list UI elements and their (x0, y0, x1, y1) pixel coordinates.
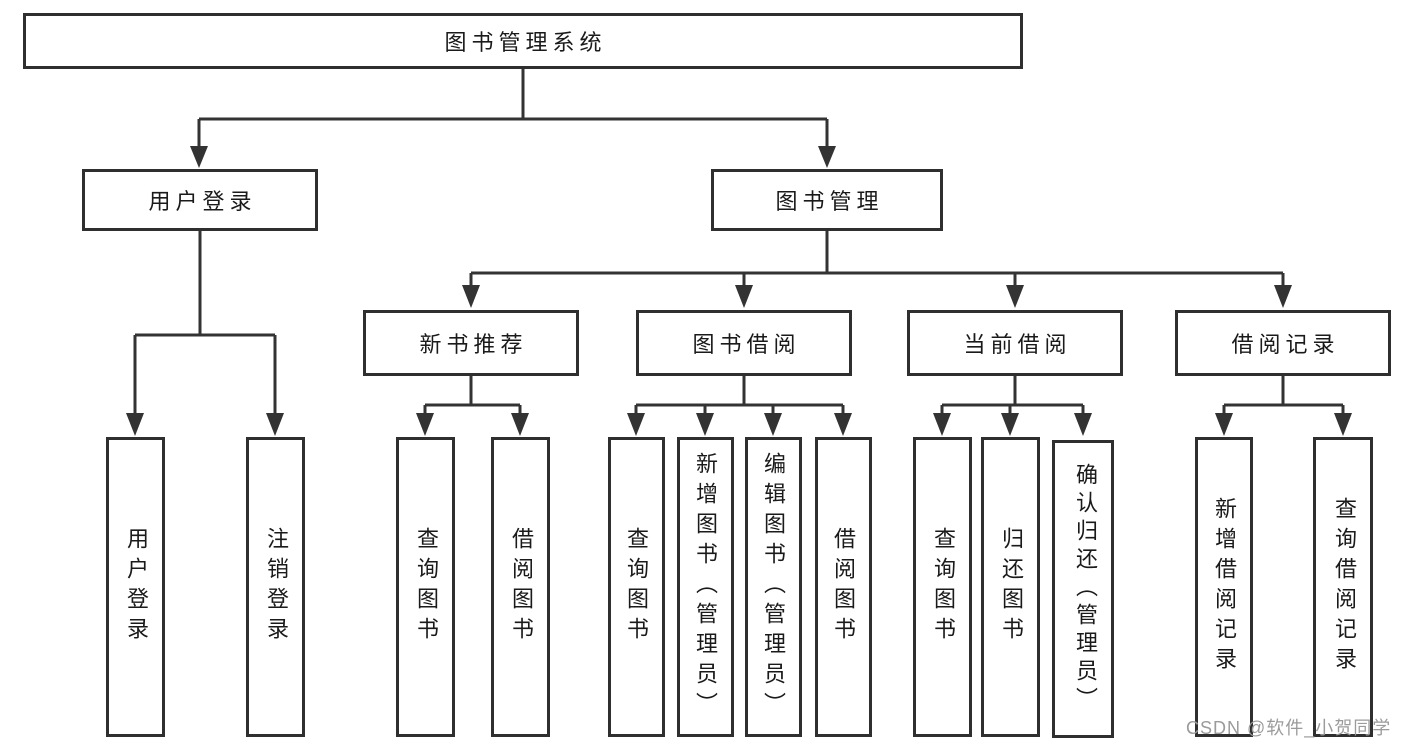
node-book-management: 图书管理 (711, 169, 943, 231)
leaf-newbook-borrow-book: 借阅图书 (491, 437, 550, 737)
leaf-current-return-book: 归还图书 (981, 437, 1040, 737)
leaf-record-add-borrow-record: 新增借阅记录 (1195, 437, 1253, 737)
node-user-login: 用户登录 (82, 169, 318, 231)
leaf-record-query-borrow-record: 查询借阅记录 (1313, 437, 1373, 737)
leaf-current-query-book: 查询图书 (913, 437, 972, 737)
leaf-borrow-edit-book-admin: 编辑图书（管理员） (745, 437, 802, 737)
leaf-borrow-borrow-book: 借阅图书 (815, 437, 872, 737)
node-new-book-recommend: 新书推荐 (363, 310, 579, 376)
arrowheads (126, 146, 1352, 436)
leaf-user-login: 用户登录 (106, 437, 165, 737)
leaf-newbook-query-book: 查询图书 (396, 437, 455, 737)
leaf-borrow-add-book-admin: 新增图书（管理员） (677, 437, 734, 737)
leaf-borrow-query-book: 查询图书 (608, 437, 665, 737)
csdn-watermark: CSDN @软件_小贺同学 (1186, 718, 1392, 738)
leaf-current-confirm-return-admin: 确认归还（管理员） (1052, 440, 1114, 738)
node-book-borrowing: 图书借阅 (636, 310, 852, 376)
leaf-logout: 注销登录 (246, 437, 305, 737)
node-library-management-system: 图书管理系统 (23, 13, 1023, 69)
node-current-borrowing: 当前借阅 (907, 310, 1123, 376)
node-borrowing-records: 借阅记录 (1175, 310, 1391, 376)
